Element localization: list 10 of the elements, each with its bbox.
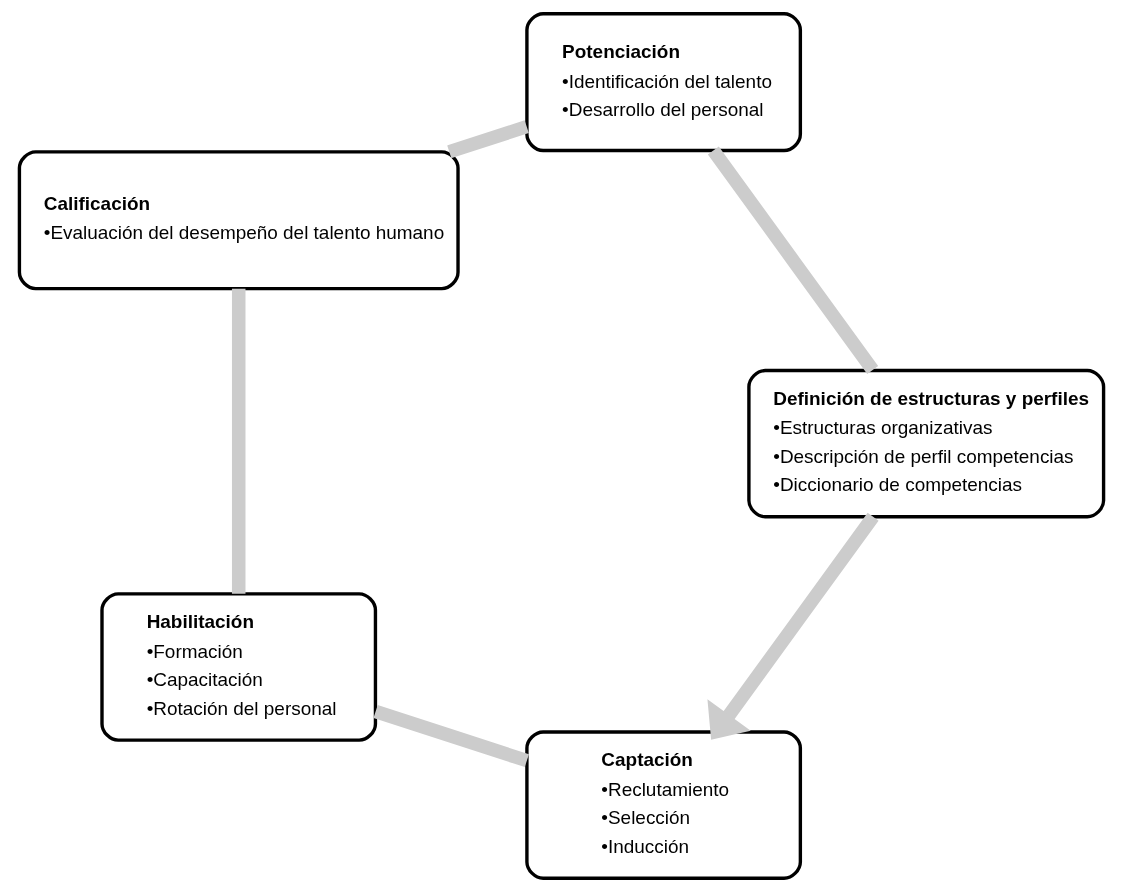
node-box: Potenciación •Identificación del talento •Desarrollo del personal: [525, 12, 803, 153]
node-box: Calificación •Evaluación del desempeño del talento humano: [17, 150, 460, 291]
connector: [231, 288, 246, 594]
node-box: Definición de estructuras y perfiles •Estructuras organizativas •Descripción de perfil competencias •Diccionario de competencias: [747, 368, 1106, 519]
connector: [373, 705, 529, 768]
connector: [447, 120, 529, 159]
connector: [707, 146, 879, 374]
node-box: Habilitación •Formación •Capacitación •Rotación del personal: [100, 592, 378, 742]
node-box: Captación •Reclutamiento •Selección •Inducción: [525, 730, 803, 880]
arrow: [707, 512, 879, 740]
